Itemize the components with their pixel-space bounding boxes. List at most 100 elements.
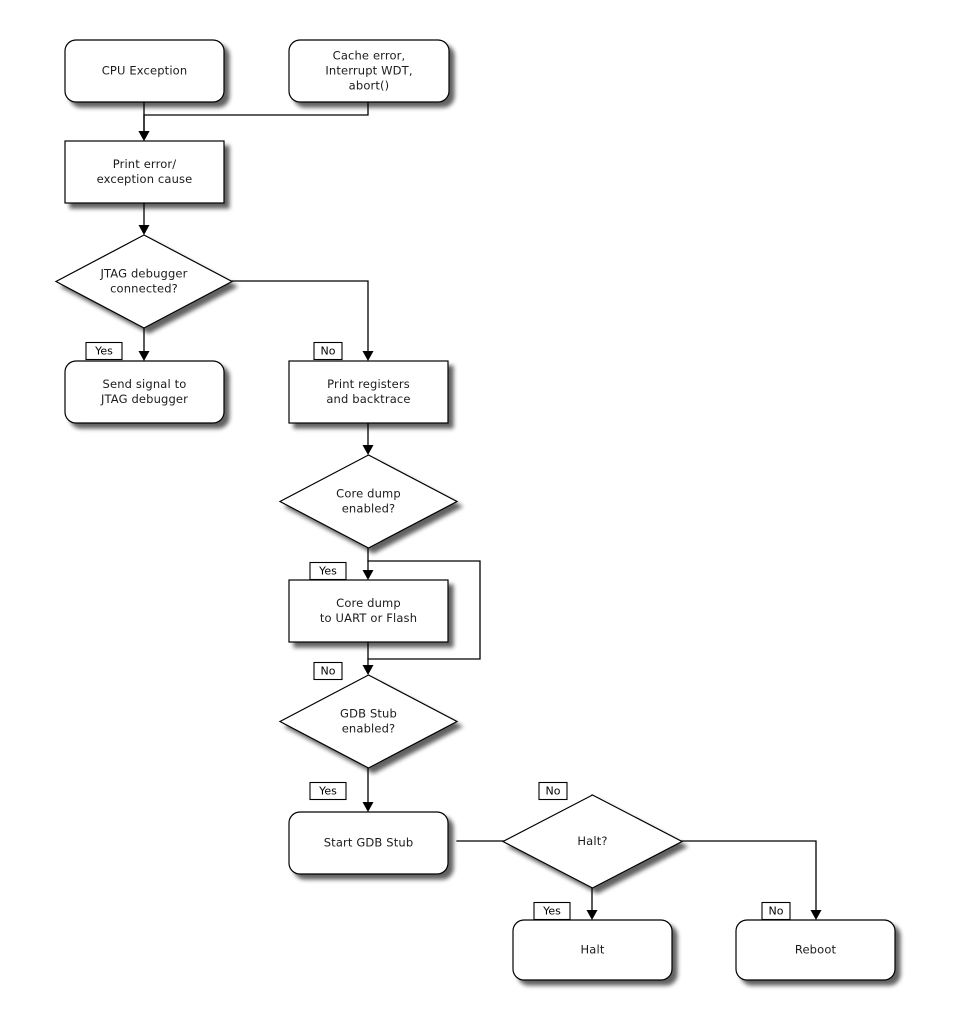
edge-label-lbl_gdb_no: No <box>538 781 568 801</box>
node-label: connected? <box>110 282 178 296</box>
arrowhead-icon <box>138 225 150 235</box>
node-label: and backtrace <box>326 392 410 406</box>
edge-e_core_bypass <box>367 560 481 660</box>
node-label: Send signal to <box>103 377 187 391</box>
edges-layer <box>138 101 822 920</box>
node-label: Print error/ <box>113 157 177 171</box>
node-shape-rect <box>64 140 225 204</box>
edge-label-lbl_halt_yes: Yes <box>533 901 571 921</box>
edge-path <box>681 840 817 912</box>
node-shape-diamond <box>501 794 684 889</box>
edge-e_print_to_jtag <box>138 202 150 235</box>
edge-label-text: No <box>321 665 336 678</box>
edge-path <box>367 560 481 660</box>
edge-label-box <box>533 901 571 921</box>
arrowhead-icon <box>810 910 822 920</box>
node-label: GDB Stub <box>340 707 397 721</box>
edge-path <box>143 101 369 133</box>
node-cpu_exception: CPU Exception <box>64 39 225 103</box>
edge-label-text: No <box>546 785 561 798</box>
edge-label-box <box>313 661 343 681</box>
node-label: Print registers <box>327 377 410 391</box>
arrowhead-icon <box>138 351 150 361</box>
edge-e_cache_to_print <box>138 101 369 141</box>
edge-e_gdb_yes <box>362 767 374 812</box>
node-label: Halt <box>581 943 605 957</box>
edge-label-box <box>761 901 791 921</box>
node-label: Core dump <box>336 596 401 610</box>
arrowhead-icon <box>362 665 374 675</box>
arrowhead-icon <box>362 445 374 455</box>
node-shape-rounded-rect <box>64 360 225 424</box>
edge-label-lbl_halt_no: No <box>761 901 791 921</box>
edge-label-text: Yes <box>94 345 113 358</box>
node-shape-rounded-rect <box>512 919 673 981</box>
arrowhead-icon <box>362 351 374 361</box>
node-shape-rect <box>288 579 449 643</box>
edge-label-lbl_core_no: No <box>313 661 343 681</box>
node-label: JTAG debugger <box>100 392 188 406</box>
arrowhead-icon <box>138 131 150 141</box>
node-label: Interrupt WDT, <box>325 64 412 78</box>
node-shape-rounded-rect <box>288 39 450 103</box>
edge-e_halt_yes <box>586 887 598 920</box>
node-label: to UART or Flash <box>320 611 417 625</box>
edge-label-text: No <box>321 345 336 358</box>
edge-path <box>231 280 369 353</box>
edge-e_jtag_no <box>231 280 374 361</box>
node-shape-rounded-rect <box>735 919 896 981</box>
node-label: abort() <box>349 79 390 93</box>
node-reboot: Reboot <box>735 919 896 981</box>
arrowhead-icon <box>362 570 374 580</box>
node-label: Start GDB Stub <box>324 836 414 850</box>
edge-label-lbl_gdb_yes: Yes <box>309 781 347 801</box>
edge-e_core_yes <box>362 547 374 580</box>
edge-label-lbl_core_yes: Yes <box>309 561 347 581</box>
node-label: Halt? <box>577 834 607 848</box>
edge-label-box <box>313 341 343 361</box>
edge-label-text: No <box>769 905 784 918</box>
edge-label-box <box>309 561 347 581</box>
node-shape-rounded-rect <box>64 39 225 103</box>
edge-label-text: Yes <box>318 565 337 578</box>
node-label: exception cause <box>97 172 193 186</box>
edge-label-box <box>85 341 123 361</box>
edge-e_halt_no <box>681 840 822 920</box>
edge-label-lbl_jtag_no: No <box>313 341 343 361</box>
node-start_gdb_stub: Start GDB Stub <box>288 811 449 875</box>
node-label: Core dump <box>336 487 401 501</box>
node-label: CPU Exception <box>102 64 188 78</box>
node-label: JTAG debugger <box>99 267 187 281</box>
edge-e_core_no_to_gdb <box>362 641 374 675</box>
edge-label-lbl_jtag_yes: Yes <box>85 341 123 361</box>
node-shape-diamond <box>278 454 459 549</box>
edge-label-box <box>538 781 568 801</box>
node-label: Cache error, <box>333 49 406 63</box>
node-cache_error: Cache error,Interrupt WDT,abort() <box>288 39 450 103</box>
edge-e_registers_to_core <box>362 422 374 455</box>
edge-label-box <box>309 781 347 801</box>
node-halt_decision: Halt? <box>501 794 684 889</box>
arrowhead-icon <box>586 910 598 920</box>
node-shape-diamond <box>278 674 459 769</box>
arrowhead-icon <box>362 802 374 812</box>
edge-e_jtag_yes <box>138 327 150 361</box>
node-halt: Halt <box>512 919 673 981</box>
node-shape-rect <box>288 360 449 424</box>
edge-label-text: Yes <box>542 905 561 918</box>
node-shape-diamond <box>54 234 234 329</box>
node-print_error: Print error/exception cause <box>64 140 225 204</box>
node-label: enabled? <box>342 722 396 736</box>
node-label: Reboot <box>795 943 837 957</box>
node-shape-rounded-rect <box>288 811 449 875</box>
